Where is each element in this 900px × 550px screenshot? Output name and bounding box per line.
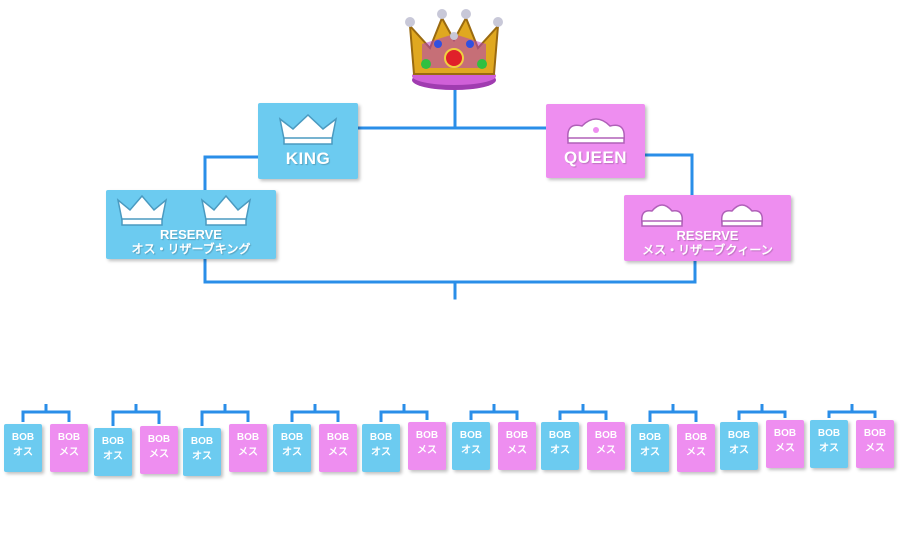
bob-male-label: オス: [550, 445, 570, 456]
reserve-queen-title: RESERVE: [676, 228, 739, 243]
crown-icon: [567, 118, 625, 144]
bob-title: BOB: [101, 436, 125, 447]
bob-male-label: オス: [192, 451, 212, 462]
crown-icon: [278, 113, 338, 145]
bob-title: BOB: [147, 434, 171, 445]
bob-female-label: メス: [686, 447, 706, 458]
bob-male-label: オス: [282, 447, 302, 458]
bob-male-label: オス: [461, 445, 481, 456]
bob-title: BOB: [594, 430, 618, 441]
bob-female-label: メス: [59, 447, 79, 458]
bob-male-box: BOB オス: [452, 422, 490, 470]
bob-female-box: BOB メス: [140, 426, 178, 474]
bob-male-label: オス: [819, 443, 839, 454]
bob-female-box: BOB メス: [677, 424, 715, 472]
bob-title: BOB: [236, 432, 260, 443]
bob-female-box: BOB メス: [766, 420, 804, 468]
bob-title: BOB: [415, 430, 439, 441]
bob-female-label: メス: [149, 449, 169, 460]
bob-male-box: BOB オス: [4, 424, 42, 472]
bob-title: BOB: [280, 432, 304, 443]
bob-male-label: オス: [371, 447, 391, 458]
bob-male-label: オス: [729, 445, 749, 456]
reserve-king-title: RESERVE: [160, 227, 222, 242]
bob-male-box: BOB オス: [94, 428, 132, 476]
reserve-queen-subtitle: メス・リザーブクィーン: [642, 243, 773, 257]
pair-connector: [379, 410, 429, 422]
bob-female-box: BOB メス: [50, 424, 88, 472]
bob-title: BOB: [459, 430, 483, 441]
bob-female-label: メス: [238, 447, 258, 458]
bob-male-box: BOB オス: [183, 428, 221, 476]
bob-female-box: BOB メス: [587, 422, 625, 470]
reserve-king-box: RESERVE オス・リザーブキング: [106, 190, 276, 259]
bob-title: BOB: [548, 430, 572, 441]
reserve-queen-box: RESERVE メス・リザーブクィーン: [624, 195, 791, 261]
bob-male-label: オス: [103, 451, 123, 462]
bob-female-label: メス: [775, 443, 795, 454]
bob-title: BOB: [863, 428, 887, 439]
pair-connector: [558, 410, 608, 420]
king-box: KING: [258, 103, 358, 179]
pair-connector: [827, 410, 877, 418]
bob-title: BOB: [11, 432, 35, 443]
bob-female-box: BOB メス: [498, 422, 536, 470]
bob-title: BOB: [369, 432, 393, 443]
pair-connector: [111, 410, 161, 426]
bob-female-label: メス: [328, 447, 348, 458]
bob-female-label: メス: [507, 445, 527, 456]
bob-male-label: オス: [640, 447, 660, 458]
bob-title: BOB: [684, 432, 708, 443]
bob-male-label: オス: [13, 447, 33, 458]
bob-male-box: BOB オス: [810, 420, 848, 468]
bob-male-box: BOB オス: [720, 422, 758, 470]
bob-male-box: BOB オス: [362, 424, 400, 472]
bob-title: BOB: [505, 430, 529, 441]
pair-connector: [648, 410, 698, 422]
bob-title: BOB: [638, 432, 662, 443]
bob-female-box: BOB メス: [319, 424, 357, 472]
pair-connector: [737, 410, 787, 420]
bob-female-box: BOB メス: [408, 422, 446, 470]
bob-male-box: BOB オス: [273, 424, 311, 472]
queen-box: QUEEN: [546, 104, 645, 178]
bob-male-box: BOB オス: [541, 422, 579, 470]
bob-female-box: BOB メス: [856, 420, 894, 468]
crown-icon: [116, 194, 252, 226]
bob-title: BOB: [727, 430, 751, 441]
bob-title: BOB: [817, 428, 841, 439]
bob-title: BOB: [57, 432, 81, 443]
bob-title: BOB: [773, 428, 797, 439]
king-title: KING: [285, 149, 331, 168]
pair-connector: [21, 410, 71, 422]
reserve-king-subtitle: オス・リザーブキング: [131, 242, 251, 256]
crown-icon: [640, 204, 764, 227]
pair-connector: [469, 410, 519, 420]
bob-female-box: BOB メス: [229, 424, 267, 472]
bob-title: BOB: [326, 432, 350, 443]
pair-connector: [290, 410, 340, 422]
royal-crown-icon: [402, 4, 506, 92]
bob-male-box: BOB オス: [631, 424, 669, 472]
bob-female-label: メス: [417, 445, 437, 456]
bob-female-label: メス: [865, 443, 885, 454]
bob-female-label: メス: [596, 445, 616, 456]
queen-title: QUEEN: [564, 148, 627, 167]
bob-title: BOB: [190, 436, 214, 447]
